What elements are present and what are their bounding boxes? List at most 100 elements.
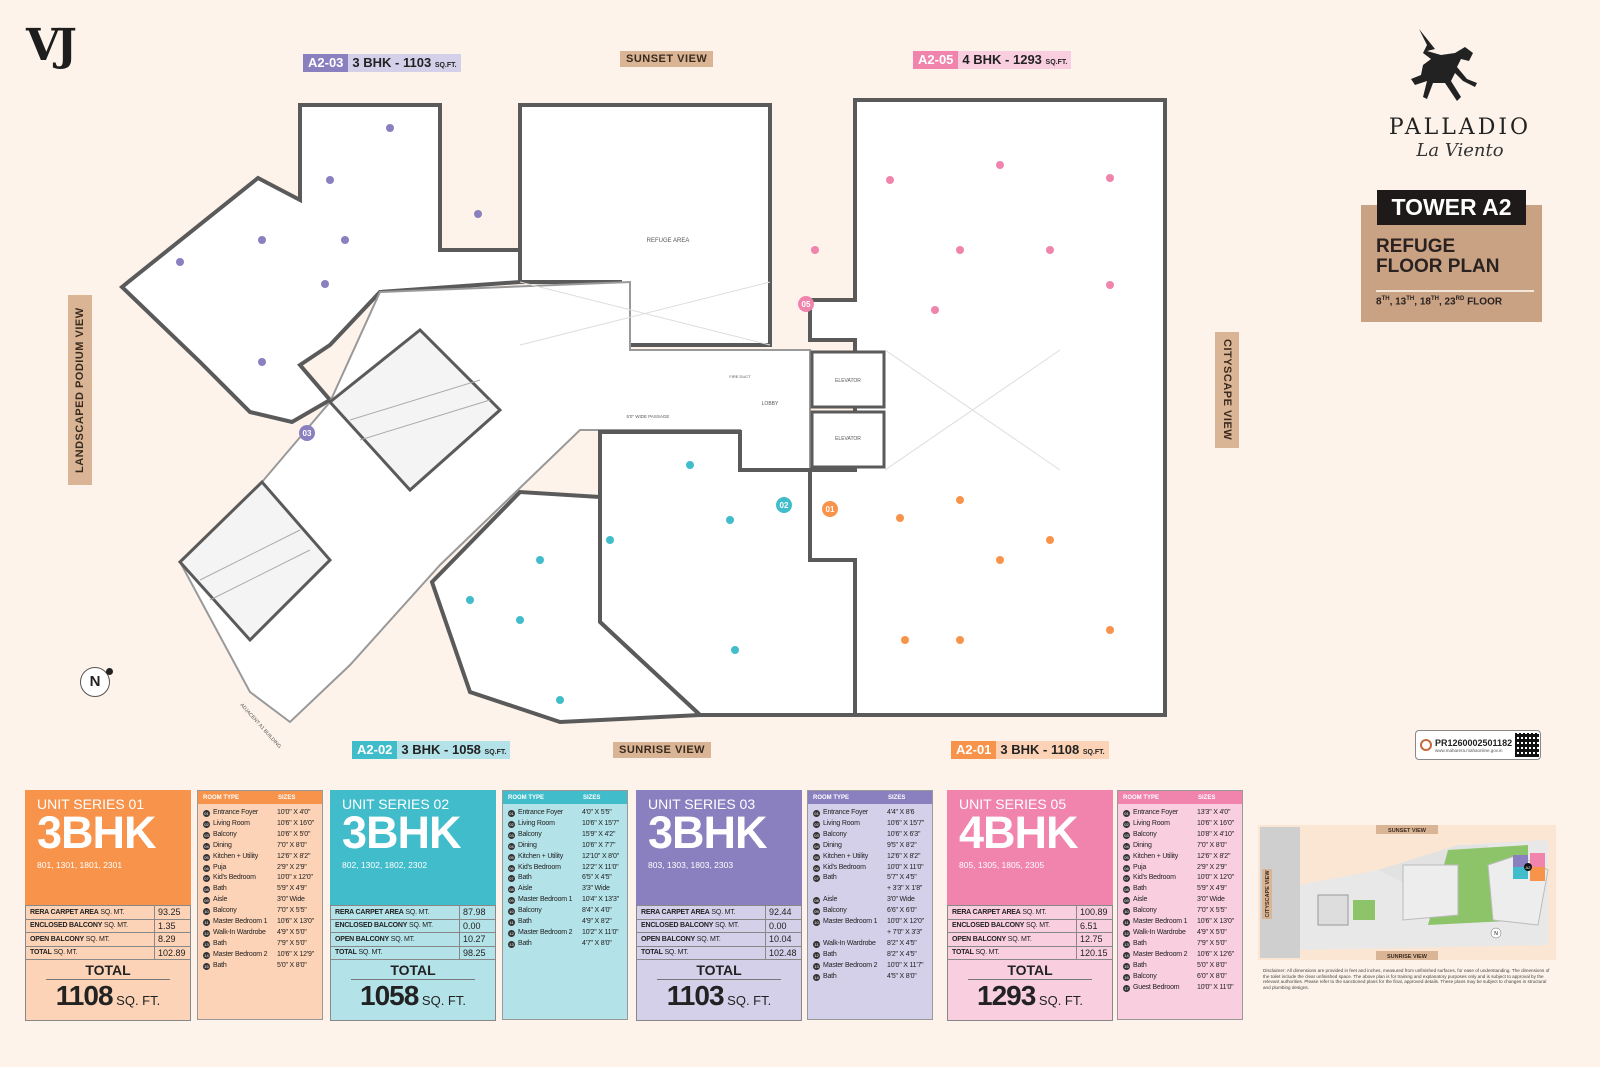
- room-number-marker: [474, 210, 482, 218]
- lobby-label: LOBBY: [762, 401, 779, 407]
- site-north-icon: N: [1494, 931, 1498, 937]
- unit-series: UNIT SERIES 01: [37, 796, 145, 812]
- room-number-marker: [341, 236, 349, 244]
- room-number-marker: [606, 536, 614, 544]
- room-number-marker: [1046, 246, 1054, 254]
- room-number-marker: [686, 461, 694, 469]
- entry-marker-03: 03: [299, 425, 315, 441]
- room-number-marker: [326, 176, 334, 184]
- disclaimer: Disclaimer: All dimensions are provided …: [1263, 968, 1550, 990]
- entry-marker-01: 01: [822, 501, 838, 517]
- area-row: TOTAL SQ. MT.120.15: [948, 945, 1112, 959]
- unit-series-panel: UNIT SERIES 02 3BHK 802, 1302, 1802, 230…: [330, 790, 496, 1021]
- unit-a2-03-outline: [118, 103, 522, 425]
- unit-type: 3BHK: [342, 807, 462, 858]
- stair-1: [327, 327, 503, 493]
- room-number-marker: [1046, 536, 1054, 544]
- room-number-marker: [956, 636, 964, 644]
- north-compass-icon: N: [80, 667, 113, 697]
- site-cityscape-label: CITYSCAPE VIEW: [1265, 870, 1271, 918]
- room-number-marker: [176, 258, 184, 266]
- unit-header: UNIT SERIES 01 3BHK 801, 1301, 1801, 230…: [25, 790, 191, 905]
- room-number-marker: [536, 556, 544, 564]
- unit-numbers: 805, 1305, 1805, 2305: [959, 860, 1045, 870]
- room-number-marker: [386, 124, 394, 132]
- room-number-marker: [1106, 174, 1114, 182]
- area-row: RERA CARPET AREA SQ. MT.92.44: [637, 905, 801, 919]
- unit-series: UNIT SERIES 03: [648, 796, 756, 812]
- unit-series-panel: UNIT SERIES 01 3BHK 801, 1301, 1801, 230…: [25, 790, 191, 1021]
- project-brand: PALLADIO La Viento: [1370, 115, 1550, 161]
- room-number-marker: [996, 161, 1004, 169]
- unit-header: UNIT SERIES 03 3BHK 803, 1303, 1803, 230…: [636, 790, 802, 905]
- cityscape-view-label: CITYSCAPE VIEW: [1215, 332, 1239, 448]
- unit-type: 3BHK: [37, 807, 157, 858]
- room-number-marker: [321, 280, 329, 288]
- floor-plan: REFUGE AREA LOBBY ELEVATOR ELEVATOR 5'0"…: [118, 98, 1167, 750]
- svg-text:03: 03: [303, 429, 312, 438]
- unit-header: UNIT SERIES 05 4BHK 805, 1305, 1805, 230…: [947, 790, 1113, 905]
- floors-list: 8TH, 13TH, 18TH, 23RD FLOOR: [1376, 290, 1534, 307]
- podium-view-label: LANDSCAPED PODIUM VIEW: [68, 295, 92, 485]
- unit-series-panel: UNIT SERIES 03 3BHK 803, 1303, 1803, 230…: [636, 790, 802, 1021]
- vj-logo: VJ: [26, 20, 77, 71]
- area-row: RERA CARPET AREA SQ. MT.100.89: [948, 905, 1112, 919]
- unit-type: 3BHK: [648, 807, 768, 858]
- elevator-1: [810, 350, 886, 409]
- svg-text:01: 01: [826, 505, 835, 514]
- area-row: ENCLOSED BALCONY SQ. MT.1.35: [26, 918, 190, 932]
- rera-number: PR1260002501182: [1435, 737, 1513, 748]
- area-row: TOTAL SQ. MT.102.89: [26, 945, 190, 959]
- room-number-marker: [901, 636, 909, 644]
- room-number-marker: [956, 496, 964, 504]
- area-row: ENCLOSED BALCONY SQ. MT.0.00: [331, 918, 495, 932]
- rera-url[interactable]: www.maharera.mahaonline.gov.in: [1435, 747, 1503, 753]
- room-number-marker: [516, 616, 524, 624]
- site-sunrise-label: SUNRISE VIEW: [1387, 954, 1428, 960]
- area-row: OPEN BALCONY SQ. MT.12.75: [948, 932, 1112, 946]
- unit-series-panel: UNIT SERIES 05 4BHK 805, 1305, 1805, 230…: [947, 790, 1113, 1021]
- area-row: OPEN BALCONY SQ. MT.10.04: [637, 932, 801, 946]
- qr-code-icon: [1515, 733, 1540, 757]
- unit-header: UNIT SERIES 02 3BHK 802, 1302, 1802, 230…: [330, 790, 496, 905]
- entry-marker-02: 02: [776, 497, 792, 513]
